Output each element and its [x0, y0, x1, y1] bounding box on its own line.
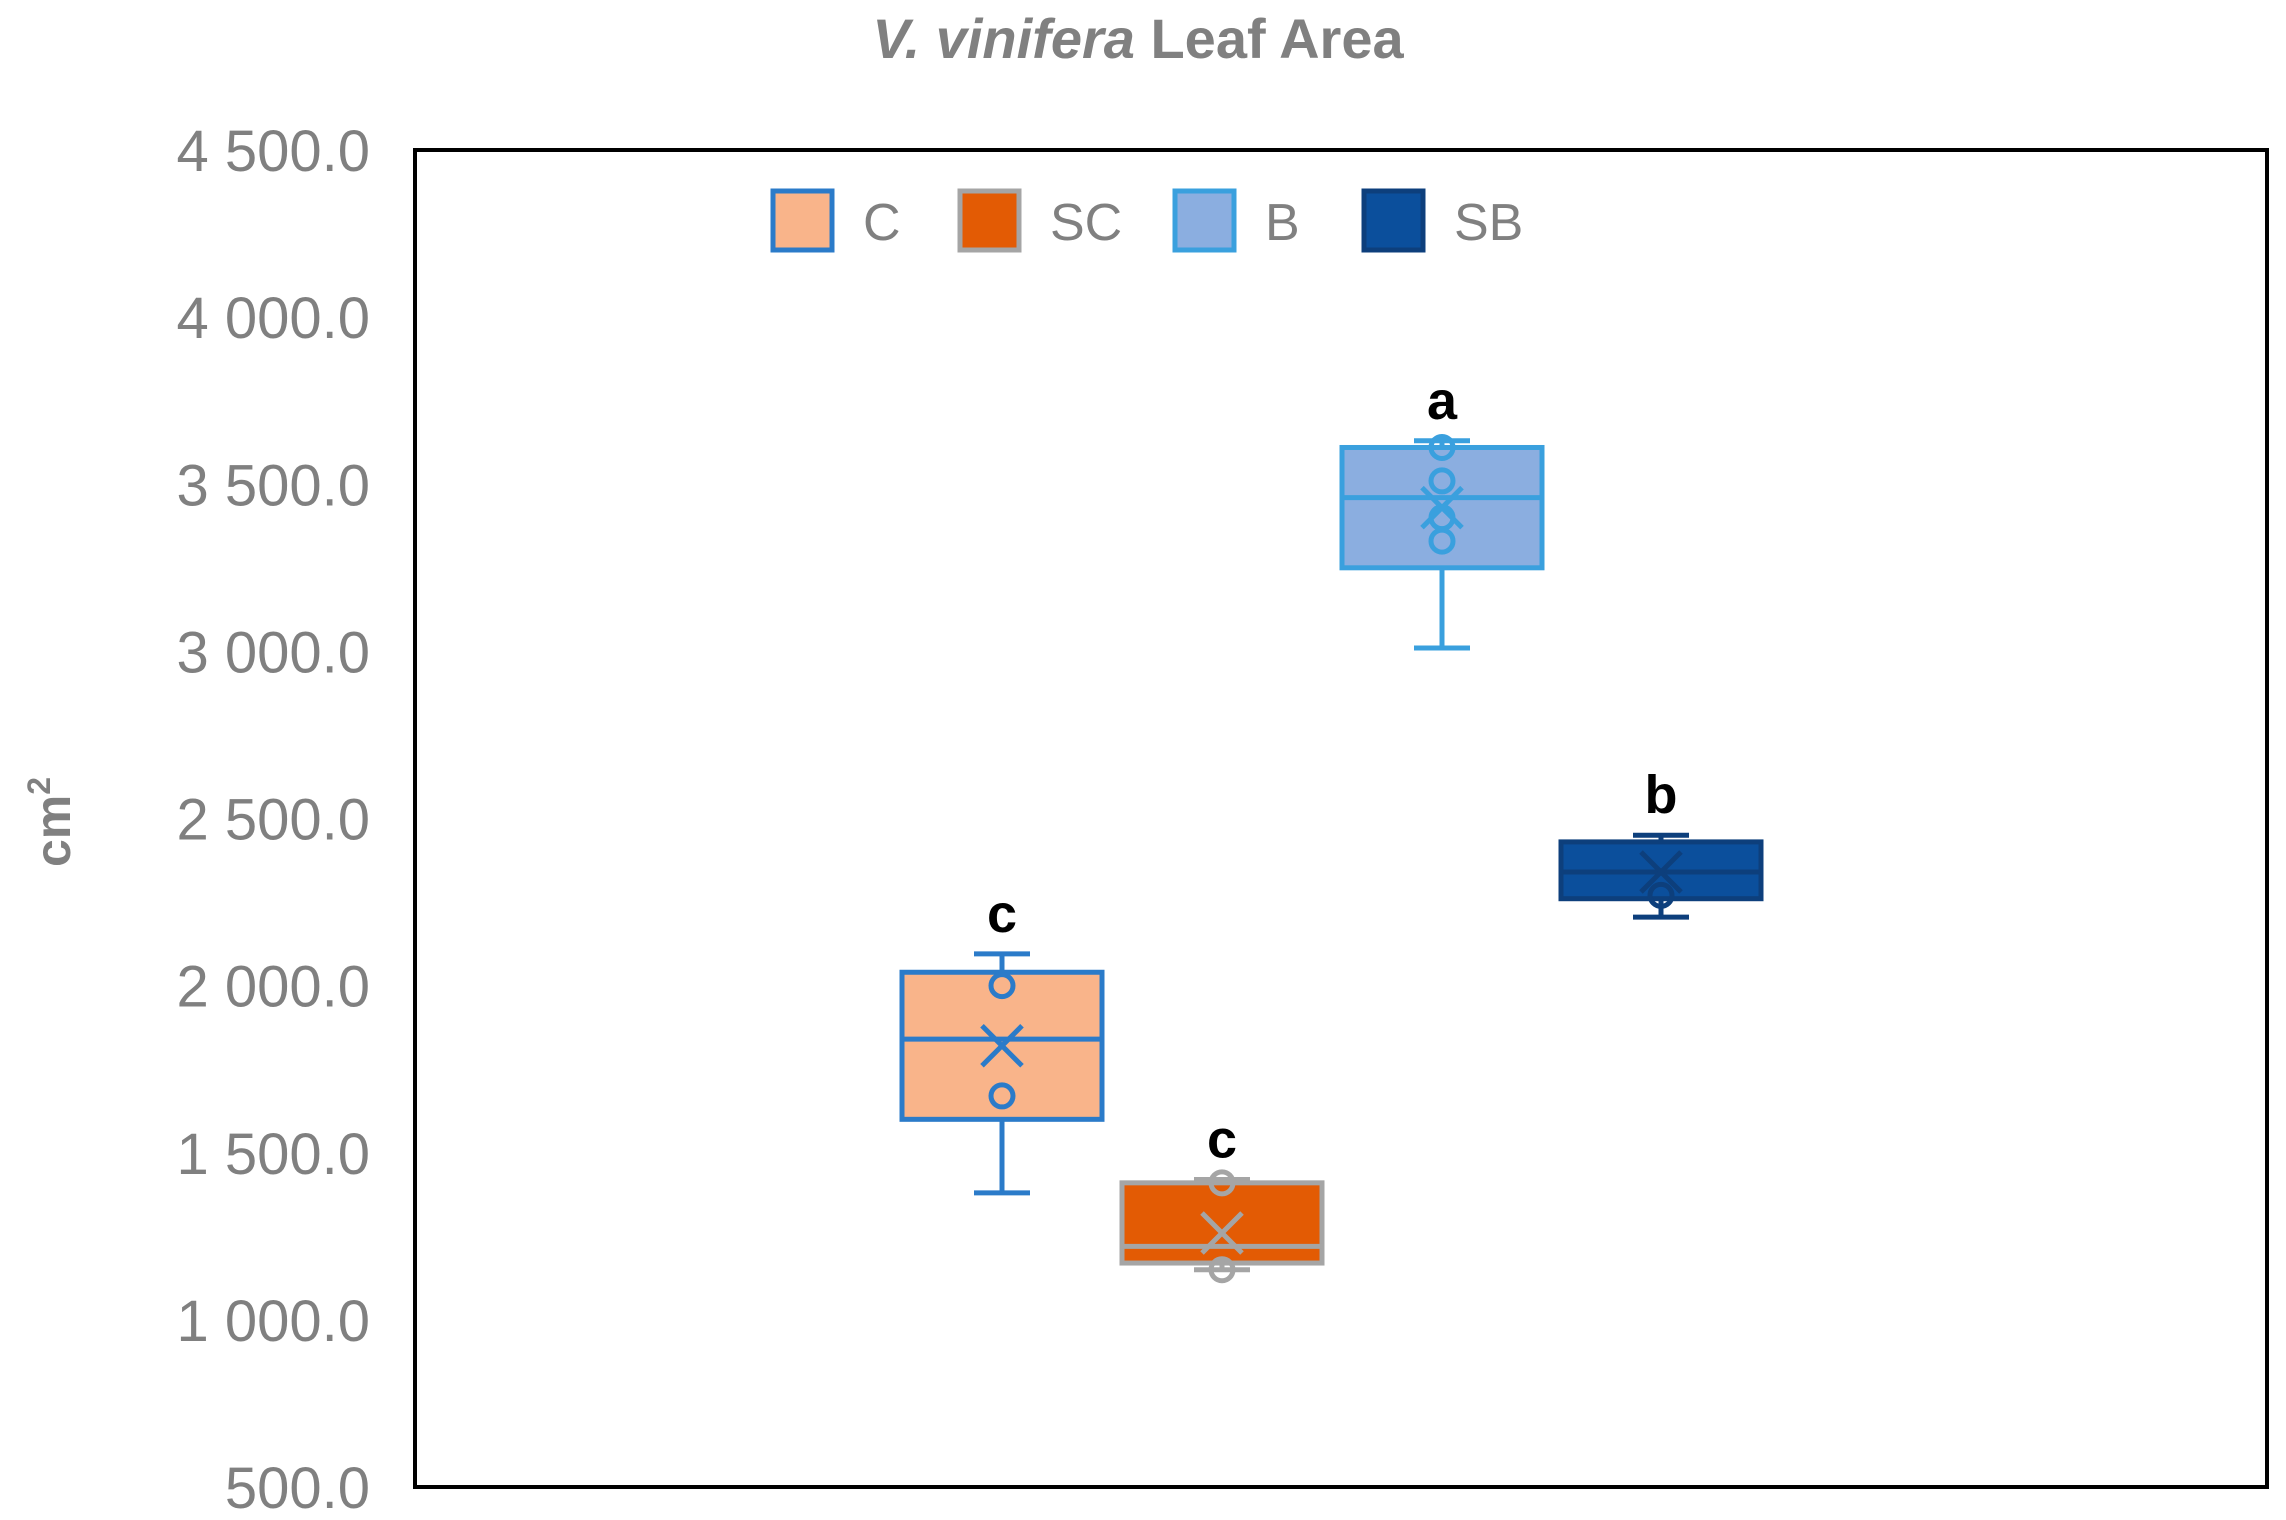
y-axis-ticks: 4 500.0 4 000.0 3 500.0 3 000.0 2 500.0 2 000… [176, 119, 370, 1520]
box [1119, 1180, 1325, 1266]
mean-marker [980, 1024, 1024, 1068]
significance-letter: a [1427, 371, 1458, 431]
data-point [1428, 467, 1456, 495]
y-tick-label: 4 500.0 [176, 119, 370, 184]
box-group-C: c [899, 884, 1105, 1196]
y-tick-label: 1 500.0 [176, 1122, 370, 1187]
mean-marker [1200, 1211, 1244, 1255]
mean-marker [1639, 850, 1683, 894]
y-tick-label: 2 500.0 [176, 788, 370, 853]
legend: C SC B SB [770, 188, 1523, 253]
data-point [1647, 881, 1675, 909]
legend-swatch [770, 188, 835, 253]
y-tick-label: 2 000.0 [176, 955, 370, 1020]
significance-letter: b [1645, 765, 1678, 825]
legend-label: C [863, 194, 901, 252]
data-point [1208, 1256, 1236, 1284]
data-point [988, 972, 1016, 1000]
y-tick-label: 500.0 [225, 1456, 370, 1520]
chart-title-italic: V. vinifera [872, 7, 1135, 70]
legend-label: SC [1050, 194, 1122, 252]
legend-label: SB [1454, 194, 1523, 252]
box-group-SC: c [1119, 1109, 1325, 1284]
legend-label: B [1265, 194, 1300, 252]
y-tick-label: 3 000.0 [176, 620, 370, 685]
chart-title-rest: Leaf Area [1135, 7, 1405, 70]
y-axis-label-text: cm [25, 795, 81, 867]
y-tick-label: 1 000.0 [176, 1289, 370, 1354]
data-point [1428, 527, 1456, 555]
data-point [988, 1082, 1016, 1110]
plot-area [413, 148, 2269, 1489]
box-group-SB: b [1558, 765, 1764, 920]
data-point [1208, 1169, 1236, 1197]
legend-swatch [1172, 188, 1237, 253]
box-group-B: a [1339, 371, 1545, 651]
legend-swatch [957, 188, 1022, 253]
boxes: c c a b [899, 371, 1764, 1284]
significance-letter: c [1207, 1109, 1237, 1169]
y-tick-label: 4 000.0 [176, 286, 370, 351]
chart-title: V. vinifera Leaf Area [872, 7, 1404, 70]
y-axis-label-superscript: 2 [21, 777, 57, 795]
data-point [1428, 433, 1456, 461]
legend-swatch [1361, 188, 1426, 253]
y-tick-label: 3 500.0 [176, 453, 370, 518]
y-axis-label: cm2 [21, 777, 81, 867]
significance-letter: c [987, 884, 1017, 944]
